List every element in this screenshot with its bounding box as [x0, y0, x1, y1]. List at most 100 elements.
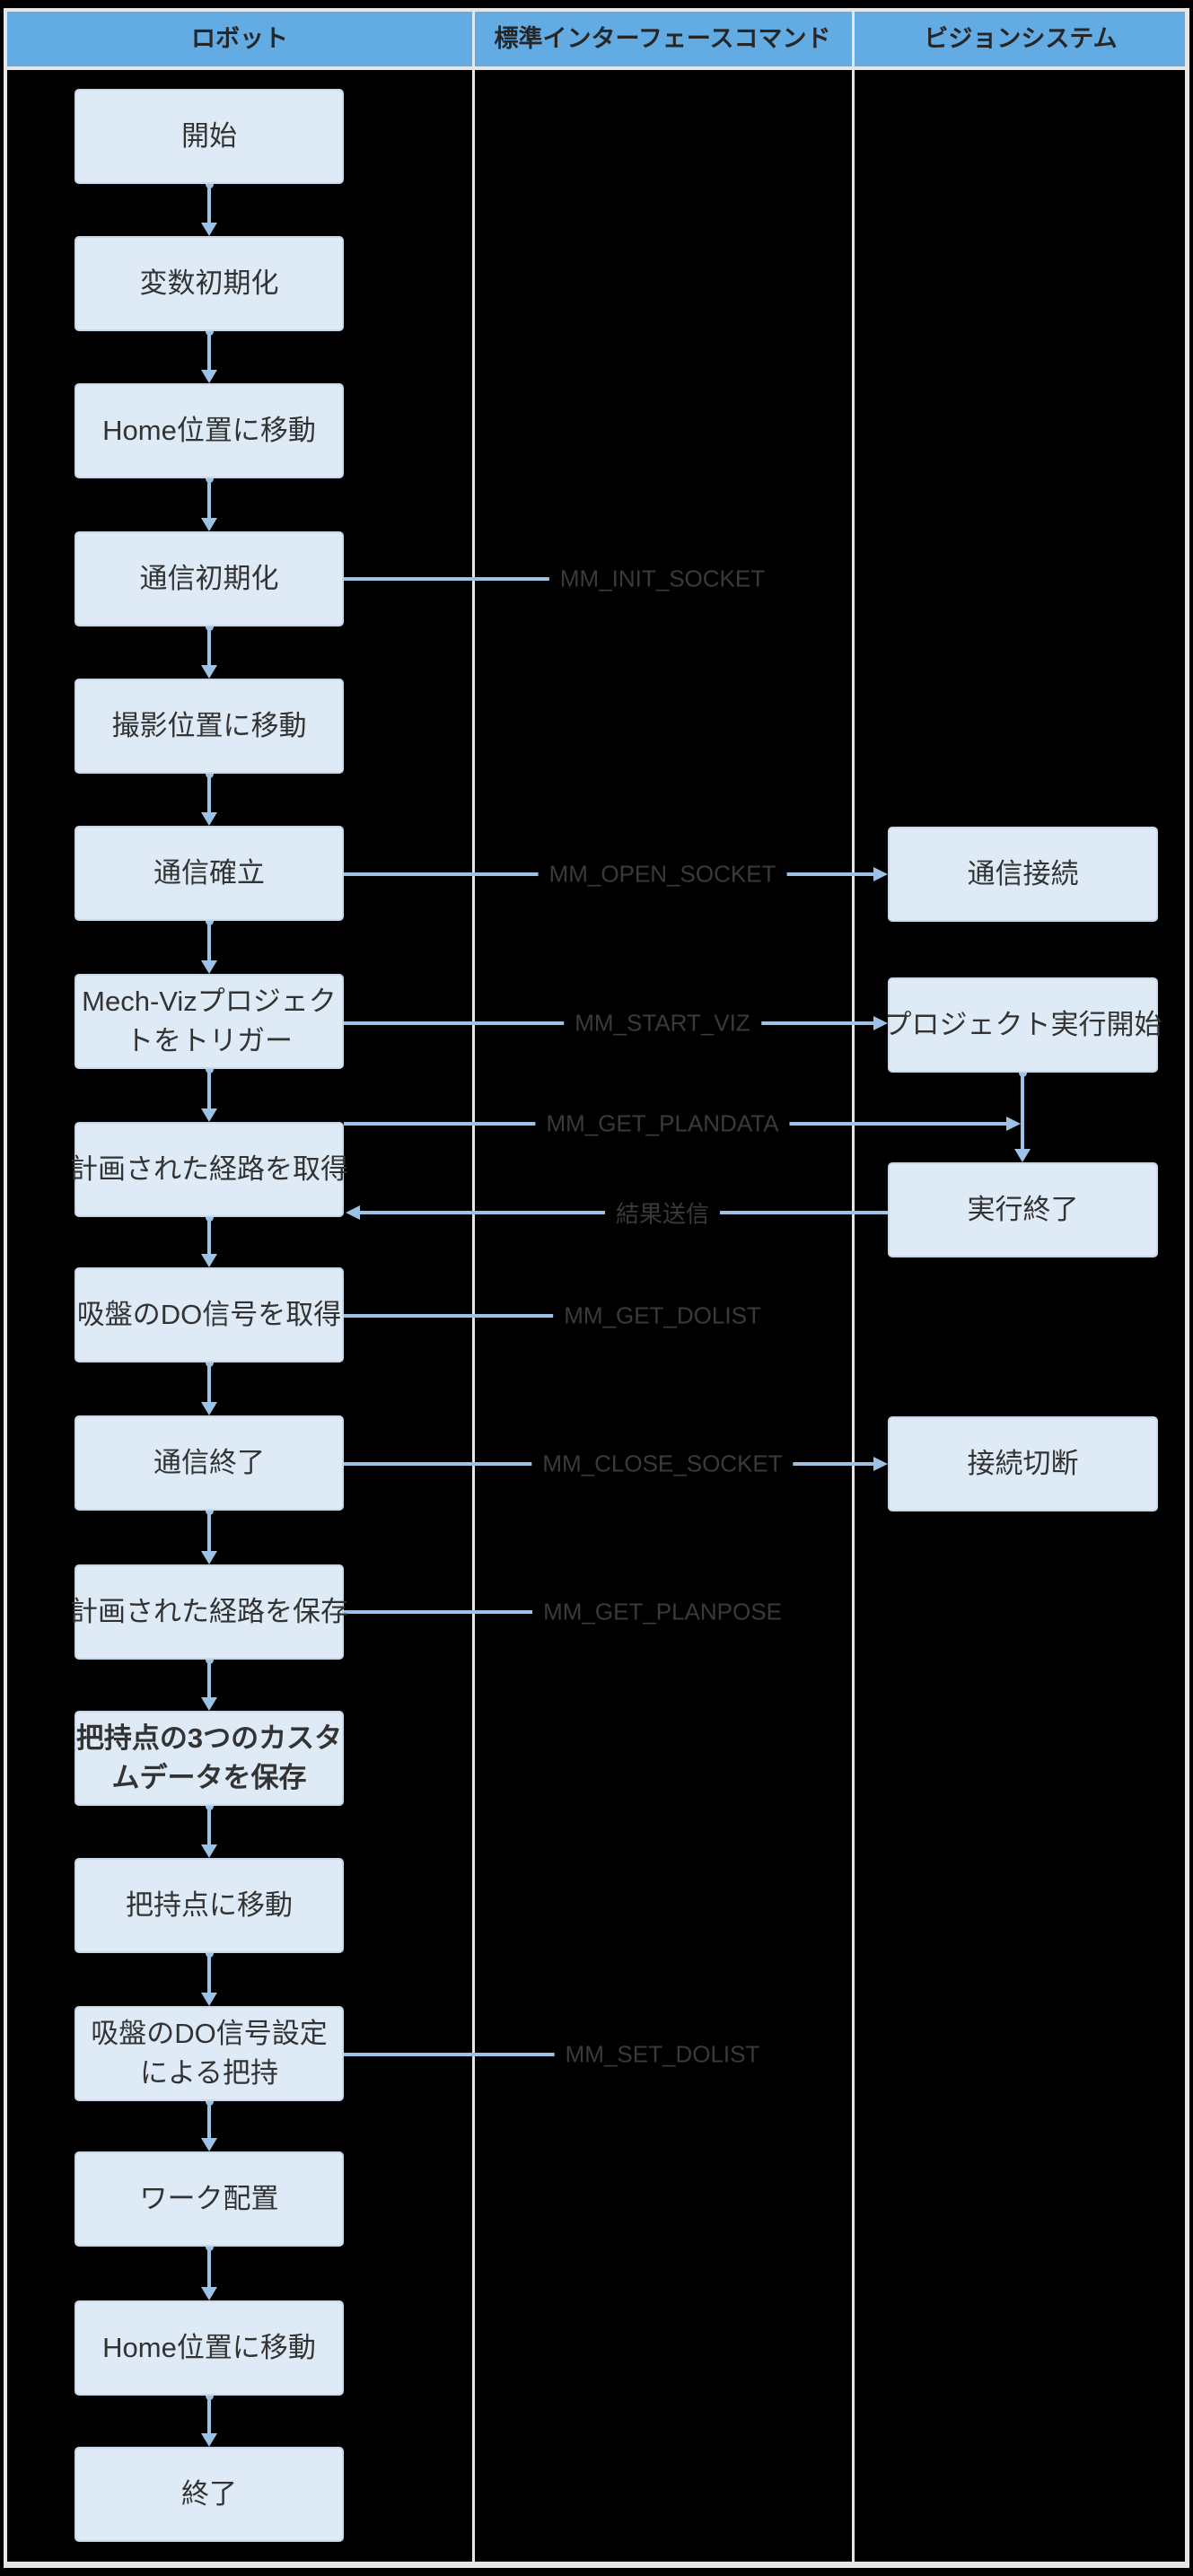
box-label-line: 変数初期化: [139, 267, 279, 299]
box-label-line: 吸盤のDO信号を取得: [76, 1298, 342, 1330]
flow-step-box: Mech-Vizプロジェクトをトリガー: [75, 974, 344, 1069]
arrow-down-icon: [201, 518, 217, 531]
flow-step-box: 通信初期化: [75, 531, 344, 626]
column-header-vision-system: ビジョンシステム: [924, 25, 1118, 52]
box-label-line: 計画された経路を保存: [70, 1595, 348, 1627]
flow-arrow-line: [207, 2101, 211, 2140]
connector-line: [344, 577, 754, 581]
arrow-right-icon: [873, 1016, 888, 1030]
frame-border-left: [4, 8, 7, 2568]
command-label: MM_GET_PLANDATA: [535, 1109, 790, 1138]
flow-arrow-line: [207, 184, 211, 224]
box-label-line: 通信終了: [154, 1446, 265, 1478]
flow-arrow-line: [207, 774, 211, 814]
box-label-line: ワーク配置: [139, 2182, 279, 2214]
flow-arrow-line: [207, 2396, 211, 2435]
vision-step-box: 実行終了: [888, 1162, 1158, 1257]
column-header-robot: ロボット: [191, 25, 288, 52]
command-label: MM_START_VIZ: [564, 1009, 761, 1038]
frame-border-top: [4, 8, 1189, 12]
column-divider: [852, 8, 855, 2568]
arrow-down-icon: [201, 1697, 217, 1711]
column-header-standard-interface-commands: 標準インターフェースコマンド: [494, 25, 831, 52]
flow-arrow-line: [207, 626, 211, 667]
arrow-right-icon: [873, 1457, 888, 1471]
flow-arrow-line: [207, 921, 211, 962]
box-label-line: 把持点に移動: [126, 1888, 293, 1921]
flow-step-box: 吸盤のDO信号を取得: [75, 1267, 344, 1362]
frame-border-bottom: [4, 2562, 1189, 2568]
flow-arrow-line: [207, 1217, 211, 1256]
flow-arrow-line: [207, 1806, 211, 1846]
arrow-right-icon: [1006, 1117, 1021, 1131]
flow-step-box: 把持点に移動: [75, 1858, 344, 1953]
flow-step-box: 吸盤のDO信号設定による把持: [75, 2006, 344, 2101]
arrow-down-icon: [201, 960, 217, 974]
command-label: MM_OPEN_SOCKET: [538, 860, 787, 889]
flow-step-box: ワーク配置: [75, 2151, 344, 2247]
box-label-line: 実行終了: [967, 1193, 1079, 1225]
arrow-down-icon: [201, 1254, 217, 1267]
box-label-line: 吸盤のDO信号設定: [91, 2017, 328, 2049]
box-label-line: 計画された経路を取得: [70, 1152, 348, 1185]
connector-line: [344, 2053, 759, 2056]
arrow-down-icon: [201, 2433, 217, 2447]
vision-step-box: 通信接続: [888, 827, 1158, 922]
connector-line: [344, 1314, 752, 1318]
flow-arrow-line: [207, 1953, 211, 1994]
flow-step-box: 開始: [75, 89, 344, 184]
header-separator: [4, 66, 1189, 70]
command-label: MM_SET_DOLIST: [554, 2040, 771, 2069]
flow-arrow-line: [207, 331, 211, 372]
command-label: MM_GET_DOLIST: [553, 1301, 772, 1330]
box-label-line: による把持: [139, 2057, 279, 2089]
box-label-line: 撮影位置に移動: [111, 709, 307, 741]
column-divider: [472, 8, 475, 2568]
command-label: MM_CLOSE_SOCKET: [531, 1450, 794, 1478]
flow-step-box: 計画された経路を保存: [70, 1564, 348, 1660]
arrow-down-icon: [201, 812, 217, 826]
flow-arrow-line: [207, 1362, 211, 1404]
box-label-line: 把持点の3つのカスタ: [75, 1722, 343, 1754]
arrow-down-icon: [1014, 1149, 1031, 1162]
arrow-right-icon: [873, 867, 888, 881]
box-label-line: プロジェクト実行開始: [883, 1008, 1162, 1040]
flow-arrow-line: [207, 1069, 211, 1110]
command-label: MM_GET_PLANPOSE: [532, 1598, 793, 1626]
vision-step-box: 接続切断: [888, 1416, 1158, 1511]
box-label-line: 通信確立: [154, 856, 265, 889]
flow-arrow-line: [207, 1511, 211, 1553]
arrow-down-icon: [201, 2287, 217, 2300]
arrow-down-icon: [201, 1551, 217, 1564]
box-label-line: Mech-Vizプロジェク: [82, 985, 337, 1017]
frame-border-right: [1185, 8, 1189, 2568]
arrow-left-icon: [346, 1205, 360, 1220]
flow-arrow-line: [207, 1660, 211, 1699]
flow-step-box: 終了: [75, 2447, 344, 2542]
vision-step-box: プロジェクト実行開始: [884, 977, 1162, 1073]
arrow-down-icon: [201, 665, 217, 679]
flow-step-box: 把持点の3つのカスタムデータを保存: [75, 1711, 344, 1806]
flow-arrow-line: [1021, 1073, 1024, 1151]
arrow-down-icon: [201, 370, 217, 383]
flow-step-box: 変数初期化: [75, 236, 344, 331]
box-label-line: Home位置に移動: [102, 414, 316, 446]
box-label-line: 通信接続: [967, 857, 1079, 889]
flow-step-box: Home位置に移動: [75, 383, 344, 478]
flow-step-box: Home位置に移動: [75, 2300, 344, 2396]
command-label: 結果送信: [604, 1196, 721, 1230]
flow-arrow-line: [207, 478, 211, 520]
arrow-down-icon: [201, 1108, 217, 1122]
command-label: MM_INIT_SOCKET: [548, 565, 776, 593]
box-label-line: Home位置に移動: [102, 2331, 316, 2363]
flow-step-box: 通信終了: [75, 1415, 344, 1511]
box-label-line: ムデータを保存: [111, 1762, 307, 1793]
arrow-down-icon: [201, 1993, 217, 2006]
box-label-line: 終了: [181, 2477, 237, 2510]
arrow-down-icon: [201, 2138, 217, 2151]
flow-arrow-line: [207, 2247, 211, 2289]
flow-step-box: 撮影位置に移動: [75, 679, 344, 774]
box-label-line: トをトリガー: [126, 1025, 293, 1056]
arrow-down-icon: [201, 1844, 217, 1858]
